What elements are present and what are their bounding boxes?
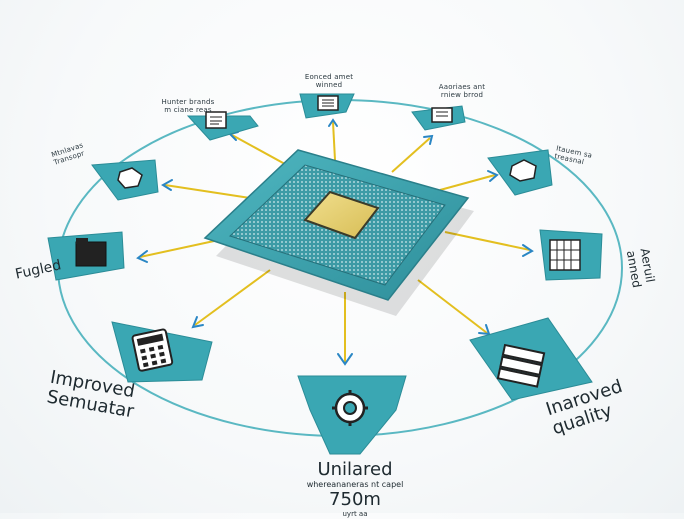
arrow-to-right-upper-node: [439, 174, 496, 191]
folder-icon: [75, 238, 107, 267]
node-right: [539, 229, 603, 281]
node-bottom-right: [469, 317, 593, 401]
label-bottom-line: uyrt aa: [342, 510, 368, 518]
arrow-to-bottom-right-node: [417, 279, 488, 334]
document-icon: [431, 107, 453, 123]
calculator-icon: [131, 328, 174, 372]
label-top-right: Aaoriaes ant rniew brrod: [438, 83, 486, 99]
arrowheads-group: [136, 118, 534, 366]
document-icon: [317, 95, 339, 111]
server-icon: [496, 343, 546, 388]
label-bottom-line: whereananeras nt capel: [306, 480, 404, 489]
arrows-group: [139, 121, 531, 362]
arrow-to-left-upper-node: [164, 184, 251, 199]
arrow-to-top-right-node: [391, 137, 431, 173]
arrow-to-bottom-left-node: [194, 269, 271, 326]
node-bottom: [297, 375, 407, 455]
arrow-to-top-center-node: [332, 121, 336, 161]
label-bottom-line: Unilared: [317, 459, 393, 480]
node-bottom-left: [111, 321, 213, 383]
hexagon-network-icon: [117, 167, 143, 189]
node-upper-left: [91, 159, 159, 201]
arrow-to-right-node: [444, 231, 531, 251]
document-icon: [205, 111, 227, 129]
label-top-center: Eonced amet winned: [304, 73, 354, 89]
hexagon-network-icon: [509, 159, 537, 182]
node-upper-right: [487, 149, 553, 196]
chip-core: [303, 190, 380, 240]
label-bottom-line: 750m: [329, 489, 381, 510]
node-top-left: [186, 111, 259, 141]
chip-frame: [229, 164, 446, 286]
gear-icon: [332, 390, 368, 426]
node-top-center: [299, 93, 355, 119]
label-top-left: Hunter brands m ciane reas: [161, 98, 215, 114]
node-left: [47, 231, 125, 281]
central-chip: [203, 149, 474, 316]
grid-icon: [549, 239, 581, 271]
node-top-right: [411, 105, 466, 131]
